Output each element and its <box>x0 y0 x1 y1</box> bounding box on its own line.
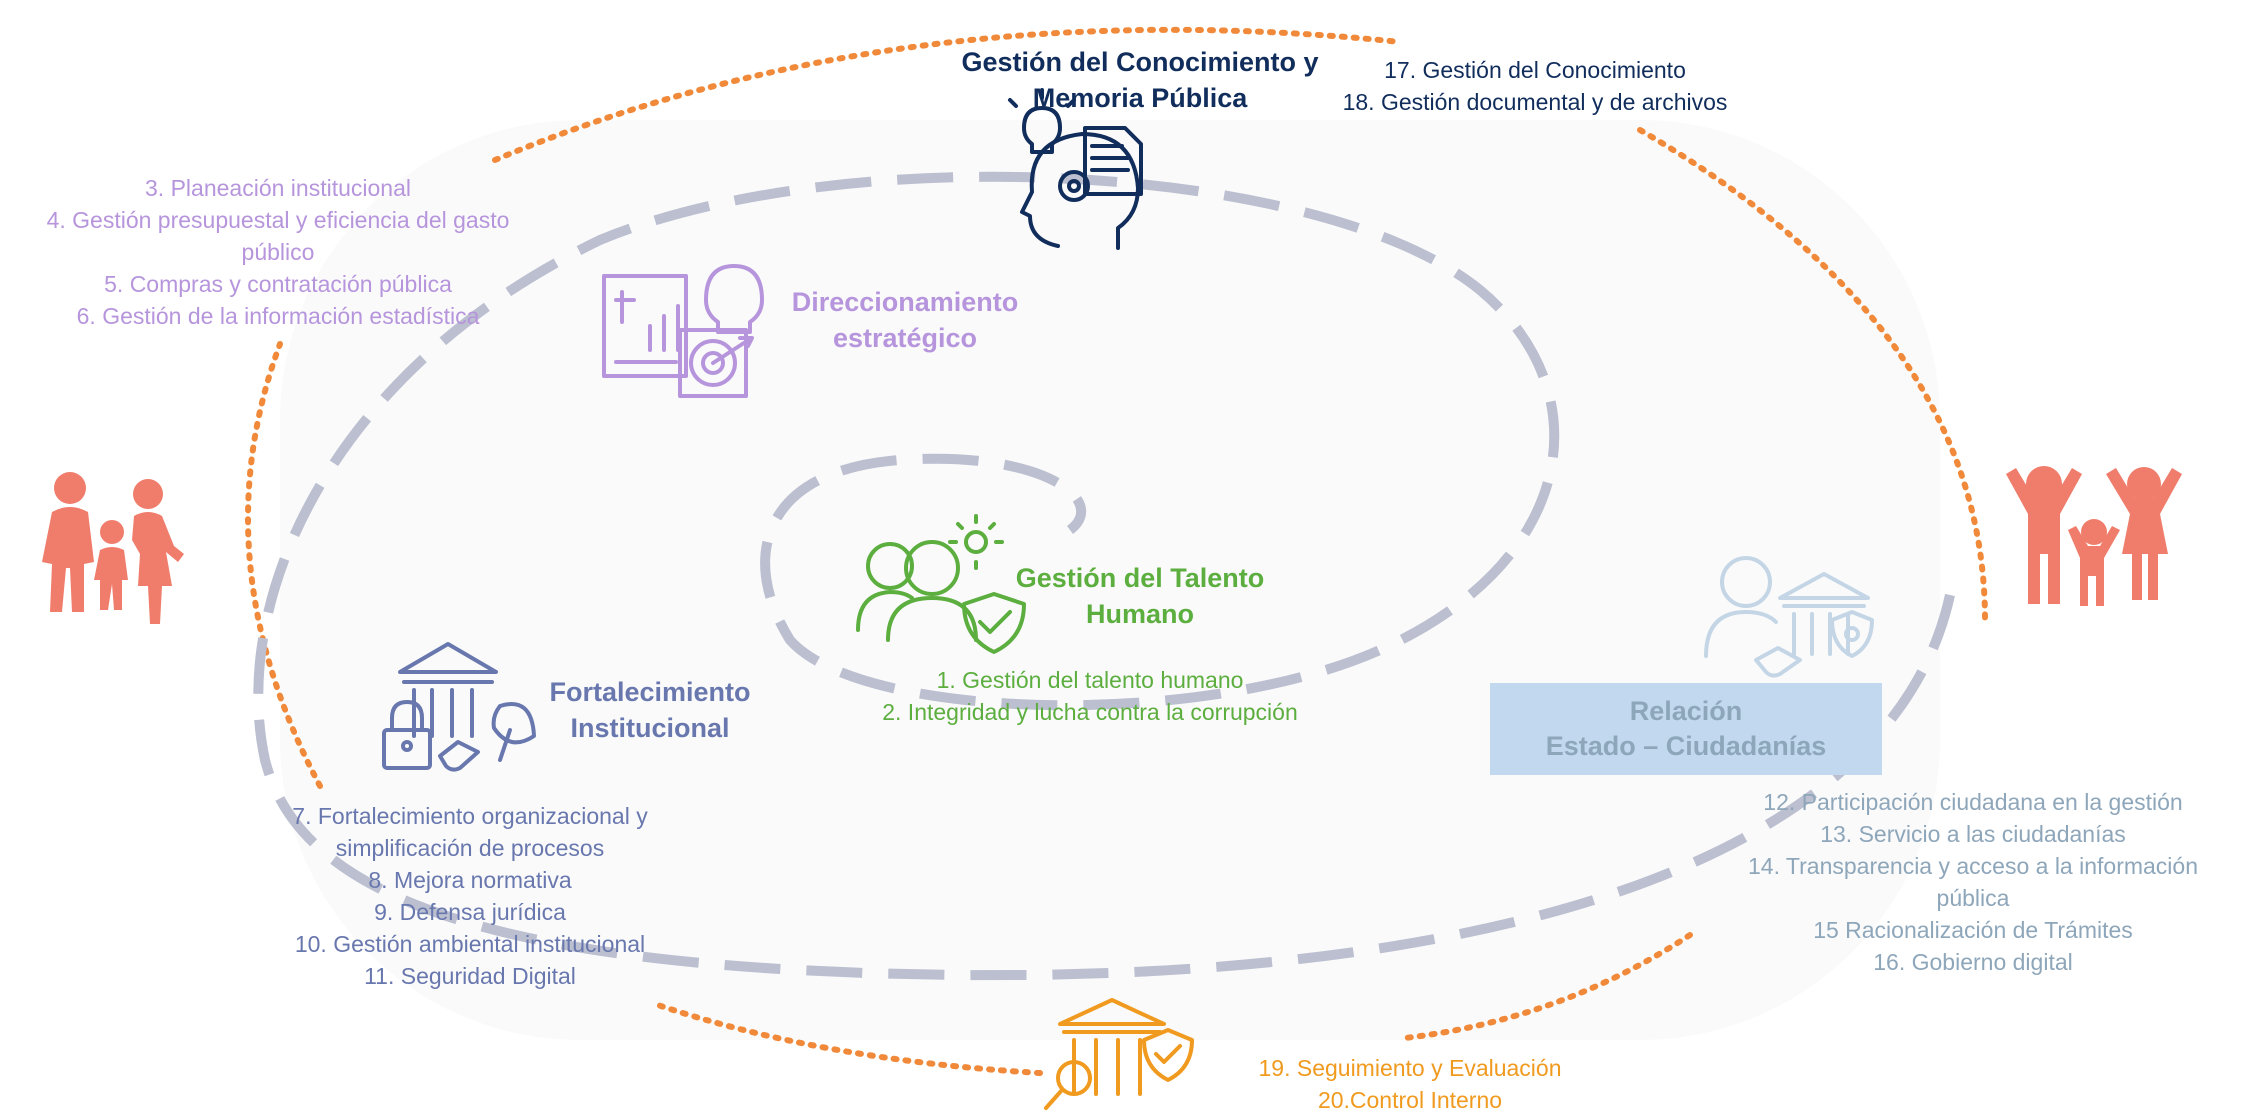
report-target-bulb-icon <box>602 264 764 398</box>
list-item: 16. Gobierno digital <box>1873 949 2073 975</box>
strengthening-title: Fortalecimiento Institucional <box>520 674 780 746</box>
strengthening-title-line2: Institucional <box>570 713 730 743</box>
citizen-government-handshake-icon <box>1704 556 1874 678</box>
talent-title-line2: Humano <box>1086 599 1194 629</box>
list-item: 7. Fortalecimiento organizacional y <box>292 803 648 829</box>
list-item: 9. Defensa jurídica <box>374 899 566 925</box>
relation-title-box <box>1490 683 1882 775</box>
list-item: 12. Participación ciudadana en la gestió… <box>1763 789 2183 815</box>
knowledge-title-line2: Memoria Pública <box>1032 83 1248 113</box>
list-item: 6. Gestión de la información estadística <box>76 303 480 329</box>
family-walking-icon <box>42 472 184 624</box>
outer-dotted-circle <box>245 26 1988 1076</box>
knowledge-title: Gestión del Conocimiento y Memoria Públi… <box>870 44 1410 116</box>
evaluation-list: 19. Seguimiento y Evaluación 20.Control … <box>1220 1052 1600 1116</box>
list-item: 3. Planeación institucional <box>145 175 411 201</box>
list-item: 20.Control Interno <box>1317 1087 1503 1113</box>
direction-title: Direccionamiento estratégico <box>740 284 1070 356</box>
relation-title-line2: Estado – Ciudadanías <box>1545 731 1827 761</box>
list-item: 11. Seguridad Digital <box>364 963 576 989</box>
building-magnifier-shield-icon <box>1044 998 1194 1110</box>
list-item: 8. Mejora normativa <box>368 867 572 893</box>
knowledge-title-line1: Gestión del Conocimiento y <box>961 47 1319 77</box>
list-item: 4. Gestión presupuestal y eficiencia del… <box>46 207 510 233</box>
list-item: 18. Gestión documental y de archivos <box>1342 89 1728 115</box>
talent-title-line1: Gestión del Talento <box>1015 563 1265 593</box>
family-cheering-icon <box>2006 466 2182 606</box>
list-item: pública <box>1936 885 2010 911</box>
list-item: 19. Seguimiento y Evaluación <box>1258 1055 1562 1081</box>
direction-title-line1: Direccionamiento <box>791 287 1019 317</box>
list-item: 15 Racionalización de Trámites <box>1813 917 2133 943</box>
talent-title: Gestión del Talento Humano <box>990 560 1290 632</box>
list-item: 10. Gestión ambiental institucional <box>294 931 646 957</box>
strengthening-list: 7. Fortalecimiento organizacional y simp… <box>220 800 720 992</box>
head-gears-document-icon <box>1008 88 1143 250</box>
relation-title-line1: Relación <box>1629 696 1743 726</box>
relation-title: Relación Estado – Ciudadanías <box>1490 694 1882 764</box>
list-item: 17. Gestión del Conocimiento <box>1384 57 1686 83</box>
direction-title-line2: estratégico <box>832 323 978 353</box>
list-item: 1. Gestión del talento humano <box>936 667 1244 693</box>
list-item: 2. Integridad y lucha contra la corrupci… <box>882 699 1298 725</box>
list-item: simplificación de procesos <box>335 835 605 861</box>
strengthening-title-line1: Fortalecimiento <box>549 677 751 707</box>
list-item: 14. Transparencia y acceso a la informac… <box>1747 853 2199 879</box>
direction-list: 3. Planeación institucional 4. Gestión p… <box>0 172 556 332</box>
talent-list: 1. Gestión del talento humano 2. Integri… <box>820 664 1360 728</box>
people-shield-icon <box>856 514 1026 654</box>
knowledge-list: 17. Gestión del Conocimiento 18. Gestión… <box>1290 54 1780 118</box>
spiral-path <box>253 171 1955 981</box>
list-item: público <box>241 239 315 265</box>
building-lock-handshake-leaf-icon <box>382 642 536 772</box>
list-item: 5. Compras y contratación pública <box>104 271 452 297</box>
relation-list: 12. Participación ciudadana en la gestió… <box>1708 786 2238 978</box>
list-item: 13. Servicio a las ciudadanías <box>1820 821 2126 847</box>
